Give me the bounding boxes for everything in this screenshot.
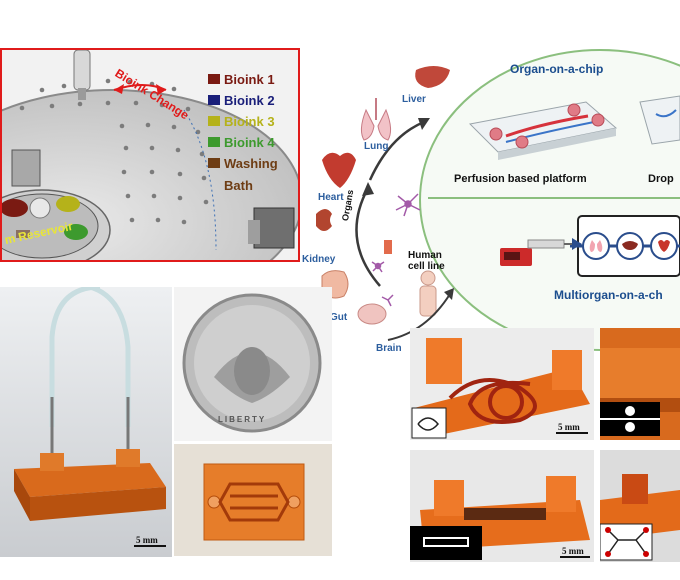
branched-channel-chip-photo [600, 450, 680, 562]
droplet-platform-label: Drop [648, 173, 674, 185]
organ-on-chip-title: Organ-on-a-chip [510, 62, 604, 76]
brain-label: Brain [376, 343, 402, 354]
legend-bath-label: Bath [224, 178, 253, 193]
cell-icons [371, 193, 421, 307]
gut-label: Gut [330, 312, 348, 323]
bioprinter-render [2, 50, 298, 260]
knot-channel-chip-photo: 5 mm [410, 328, 594, 440]
kidney-icon [316, 209, 332, 231]
brain-icon [357, 303, 387, 325]
scale-bar-label-1: 5 mm [136, 535, 158, 545]
legend-swatch [208, 137, 220, 147]
coin-photo: LIBERTY [174, 287, 332, 441]
legend-swatch [208, 158, 220, 168]
coin-text: LIBERTY [218, 415, 267, 424]
droplet-chip-render [639, 95, 680, 145]
lung-icon [360, 98, 392, 141]
legend-item-1: Bioink 1 [208, 72, 275, 87]
chip-with-tubes-photo: 5 mm [0, 287, 172, 557]
scale-bar-3 [560, 556, 590, 558]
perfusion-platform-label: Perfusion based platform [454, 173, 587, 185]
kidney-label: Kidney [302, 254, 336, 265]
platform-circle [419, 49, 680, 351]
legend-label: Bioink 4 [224, 135, 275, 150]
legend-item-5: Washing [208, 156, 278, 171]
legend-item-3: Bioink 3 [208, 114, 275, 129]
scale-bar-1 [134, 545, 166, 547]
heart-label: Heart [318, 192, 344, 203]
legend-label: Bioink 3 [224, 114, 275, 129]
heart-icon [322, 152, 356, 188]
bioink-3-well [56, 196, 80, 212]
legend-item-4: Bioink 4 [208, 135, 275, 150]
layered-chip-photo [600, 328, 680, 440]
plate-holes [19, 78, 209, 225]
test-tube-icon [384, 240, 392, 254]
legend-label: Bioink 2 [224, 93, 275, 108]
lung-chip-icon [582, 232, 610, 260]
microchannel-chip-photo [174, 444, 332, 556]
straight-channel-chip-photo: 5 mm [410, 450, 594, 562]
scale-bar-label-2: 5 mm [558, 422, 580, 432]
bioink-1-well [2, 199, 28, 217]
legend-swatch [208, 116, 220, 126]
scale-bar-label-3: 5 mm [562, 546, 584, 556]
legend-label: Washing [224, 156, 278, 171]
human-figure-icon [419, 270, 437, 317]
syringe-pump-icon [500, 238, 582, 266]
multiorgan-title: Multiorgan-on-a-ch [554, 288, 663, 302]
perfusion-chip-render [468, 101, 618, 160]
legend-swatch [208, 95, 220, 105]
organ-on-chip-diagram [316, 49, 680, 351]
lung-label: Lung [364, 141, 389, 152]
legend-label: Bioink 1 [224, 72, 275, 87]
bioink-4-well [64, 224, 88, 240]
scale-bar-2 [556, 432, 588, 434]
legend-item-2: Bioink 2 [208, 93, 275, 108]
legend-swatch [208, 74, 220, 84]
liver-icon [415, 66, 450, 88]
human-cell-line-label: Human cell line [408, 250, 445, 272]
liver-label: Liver [402, 94, 426, 105]
